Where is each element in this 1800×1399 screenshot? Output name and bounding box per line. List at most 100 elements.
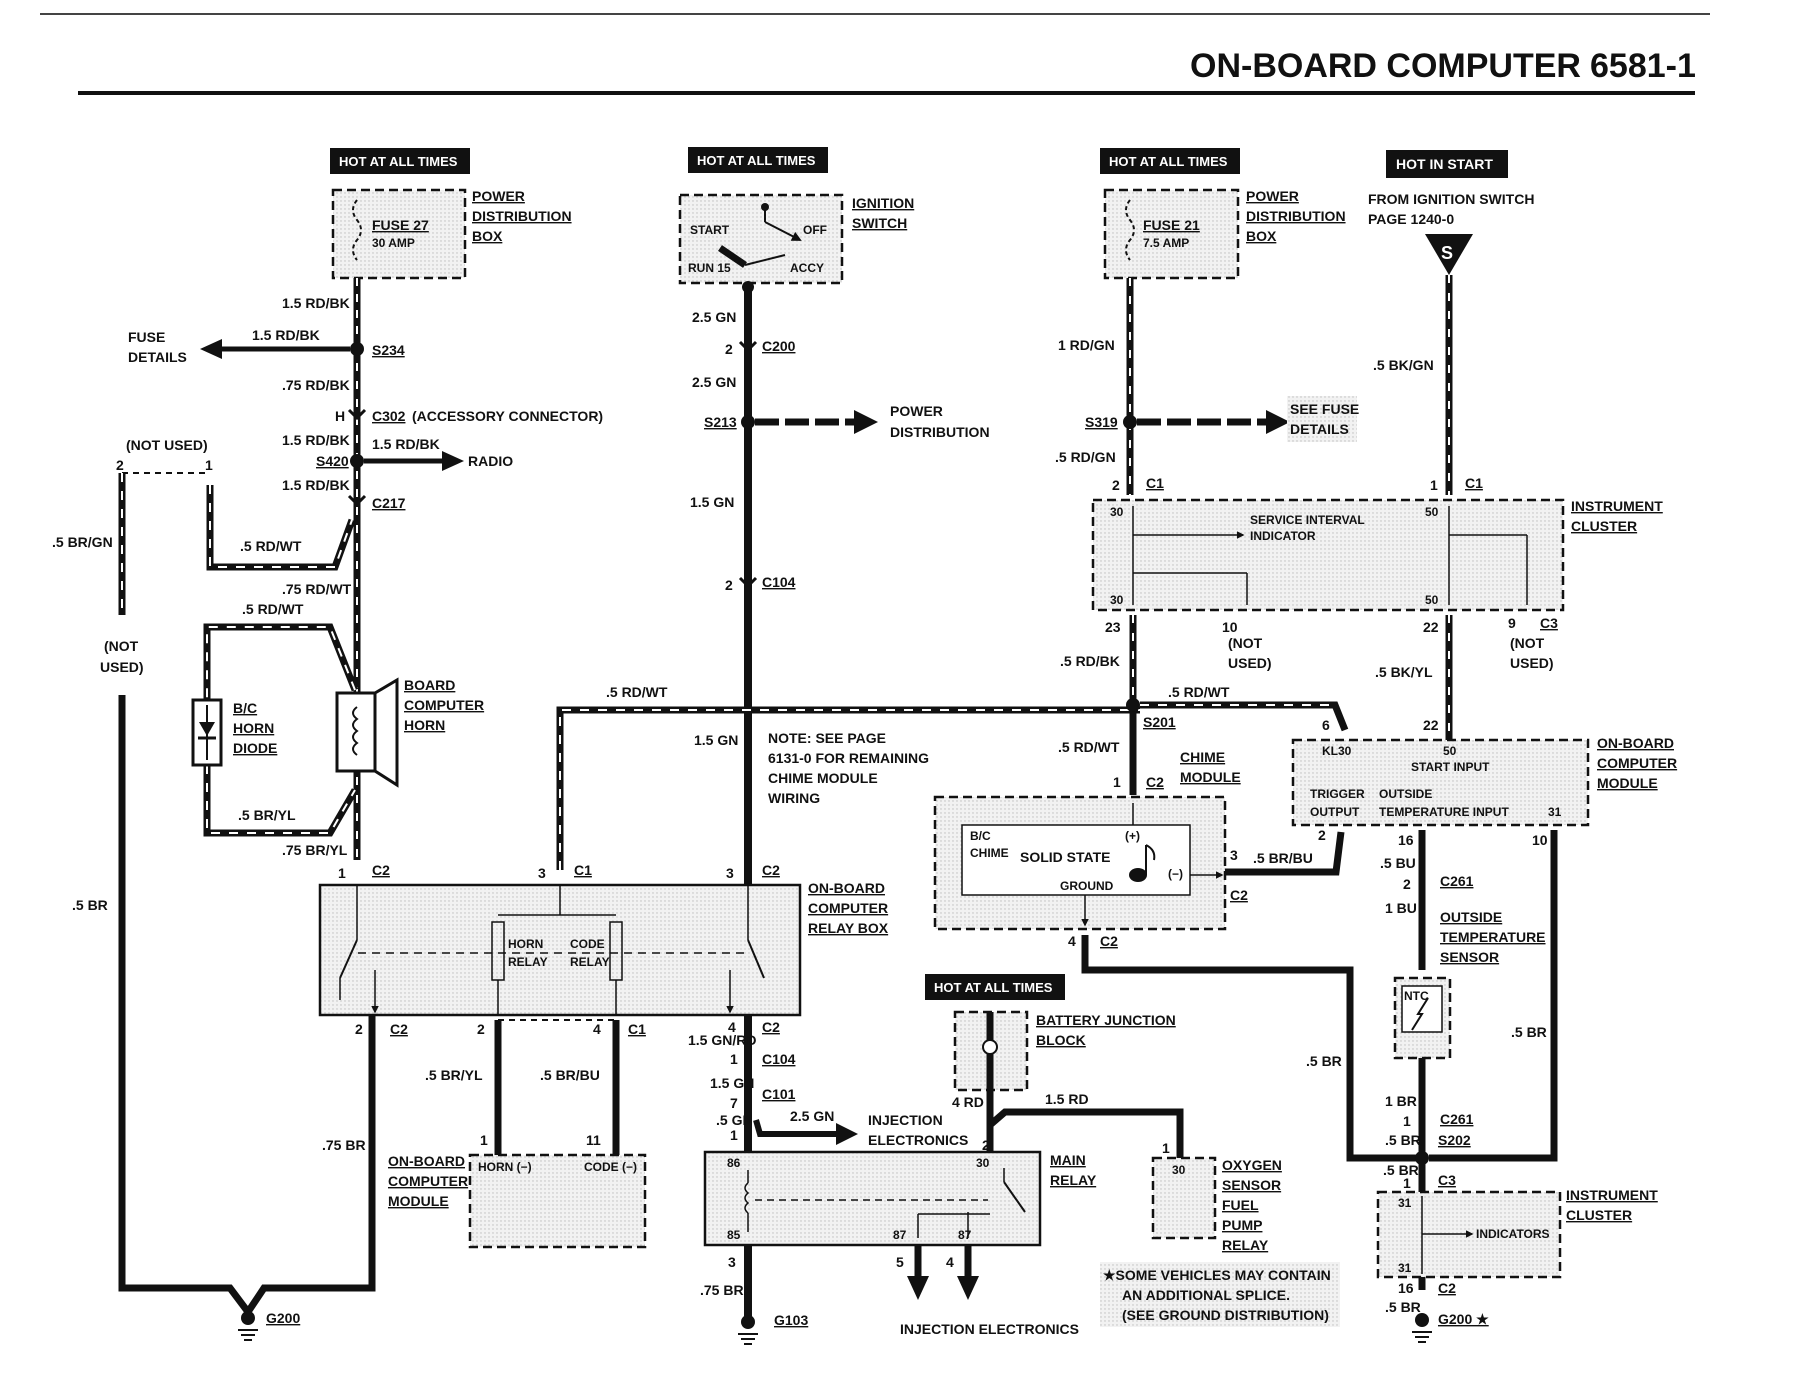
svg-text:CODE: CODE [570,937,605,951]
svg-text:B/C: B/C [970,829,991,843]
wire-label: .75 RD/WT [282,581,352,597]
pin-label: 2 [116,457,124,473]
hot-label-fuse27: HOT AT ALL TIMES [330,148,470,174]
svg-text:50: 50 [1425,593,1439,607]
wire-label: .5 BR [1385,1132,1421,1148]
svg-text:FUSE 21: FUSE 21 [1143,217,1200,233]
injection-label: ELECTRONICS [868,1132,968,1148]
chime-module-box: B/C CHIME SOLID STATE (+) (−) GROUND [933,795,1227,931]
wire-label: 2.5 GN [790,1108,834,1124]
fuse27-box: FUSE 27 30 AMP [331,188,467,280]
svg-text:(−): (−) [1168,867,1183,881]
svg-text:CHIME: CHIME [970,846,1009,860]
pin-label: 10 [1222,619,1238,635]
fuse-details-label: FUSE [128,329,165,345]
pin-label: 1 [1403,1175,1411,1191]
pin-label: 4 [946,1254,954,1270]
connector-label: C104 [762,1051,796,1067]
pin-label: 10 [1532,832,1548,848]
radio-label: RADIO [468,453,513,469]
see-fuse-details: SEE FUSE DETAILS [1287,396,1359,442]
wire-label: .5 BK/YL [1375,664,1433,680]
wire-label: .5 BR [1306,1053,1342,1069]
lower-module-box: HORN (−) CODE (−) [468,1153,647,1249]
oxygen-label: FUEL [1222,1197,1259,1213]
wire-label: .5 GN [716,1112,753,1128]
horn-label: BOARD [404,677,455,693]
pin-label: 1 [1162,1140,1170,1156]
svg-text:30: 30 [1110,505,1124,519]
diode-wire [203,623,359,837]
pin-label: 4 [728,1019,736,1035]
wire-label: 1 BR [1385,1093,1417,1109]
wire-label: .75 BR/YL [282,842,348,858]
chime-label: CHIME [1180,749,1225,765]
wire-label: 1.5 RD/BK [282,295,350,311]
module-label: ON-BOARD [388,1153,465,1169]
module-label: MODULE [388,1193,449,1209]
trigger-wire [1225,831,1345,876]
diode-label: HORN [233,720,274,736]
wire-label: 1.5 GN/RD [688,1032,756,1048]
svg-text:NTC: NTC [1404,989,1429,1003]
wire-label: .5 BR [72,897,108,913]
injection-label: INJECTION [868,1112,943,1128]
connector-label: C1 [1146,475,1164,491]
footnote: ★SOME VEHICLES MAY CONTAIN AN ADDITIONAL… [1100,1262,1340,1327]
svg-text:HORN (−): HORN (−) [478,1160,532,1174]
ground-icon [238,1311,258,1341]
note-text: 6131-0 FOR REMAINING [768,750,929,766]
wire-label: .5 RD/WT [240,538,302,554]
not-used-label: USED) [100,659,144,675]
power-dist-label: DISTRIBUTION [890,424,990,440]
oxygen-label: SENSOR [1222,1177,1281,1193]
pin-label: 7 [730,1095,738,1111]
svg-text:(SEE GROUND DISTRIBUTION): (SEE GROUND DISTRIBUTION) [1122,1307,1329,1323]
svg-text:START: START [690,223,730,237]
wire-label: 1.5 RD [1045,1091,1089,1107]
cluster2-label: CLUSTER [1566,1207,1632,1223]
svg-text:SERVICE INTERVAL: SERVICE INTERVAL [1250,513,1365,527]
temp-label: SENSOR [1440,949,1499,965]
connector-label: C2 [390,1021,408,1037]
relay-box: HORN RELAY CODE RELAY [318,883,802,1017]
rdwt-wire [206,485,356,571]
wire-label: .5 BR/YL [238,807,296,823]
oxygen-label: PUMP [1222,1217,1262,1233]
svg-text:SOLID STATE: SOLID STATE [1020,849,1110,865]
fuse21-box-label: BOX [1246,228,1277,244]
s213-splice [741,410,878,434]
hot-label-fuse21: HOT AT ALL TIMES [1100,148,1240,174]
svg-text:START INPUT: START INPUT [1411,760,1490,774]
wire-label: .5 RD/WT [1058,739,1120,755]
wire-label: .5 RD/WT [1168,684,1230,700]
svg-text:RELAY: RELAY [508,955,548,969]
svg-text:86: 86 [727,1156,741,1170]
connector-label: C2 [1230,887,1248,903]
wire-label: 2.5 GN [692,374,736,390]
wire-label: .5 BU [1380,855,1416,871]
connector-label: C1 [628,1021,646,1037]
ignition-label: SWITCH [852,215,907,231]
fuse-details-label: DETAILS [128,349,187,365]
fuse21-box-label: POWER [1246,188,1299,204]
relay-box-label: RELAY BOX [808,920,889,936]
wire-label: 1.5 GN [690,494,734,510]
svg-text:HOT IN START: HOT IN START [1396,156,1493,172]
cluster-label: CLUSTER [1571,518,1637,534]
horn-label: COMPUTER [404,697,484,713]
connector-c200 [738,340,758,353]
connector-label: C261 [1440,1111,1474,1127]
not-used-label: USED) [1510,655,1554,671]
page-number: 6581-1 [1590,47,1696,85]
pin-label: 11 [586,1132,601,1148]
svg-text:AN ADDITIONAL SPLICE.: AN ADDITIONAL SPLICE. [1122,1287,1290,1303]
not-used-label: (NOT [1228,635,1263,651]
wire-label: .5 BK/GN [1373,357,1434,373]
wire-label: .5 RD/BK [1060,653,1120,669]
svg-text:50: 50 [1425,505,1439,519]
page-title: ON-BOARD COMPUTER [1190,47,1581,85]
pin-label: 4 [1068,933,1076,949]
pin-label: 3 [1230,847,1238,863]
rdwt-bus-wire [556,706,1140,870]
